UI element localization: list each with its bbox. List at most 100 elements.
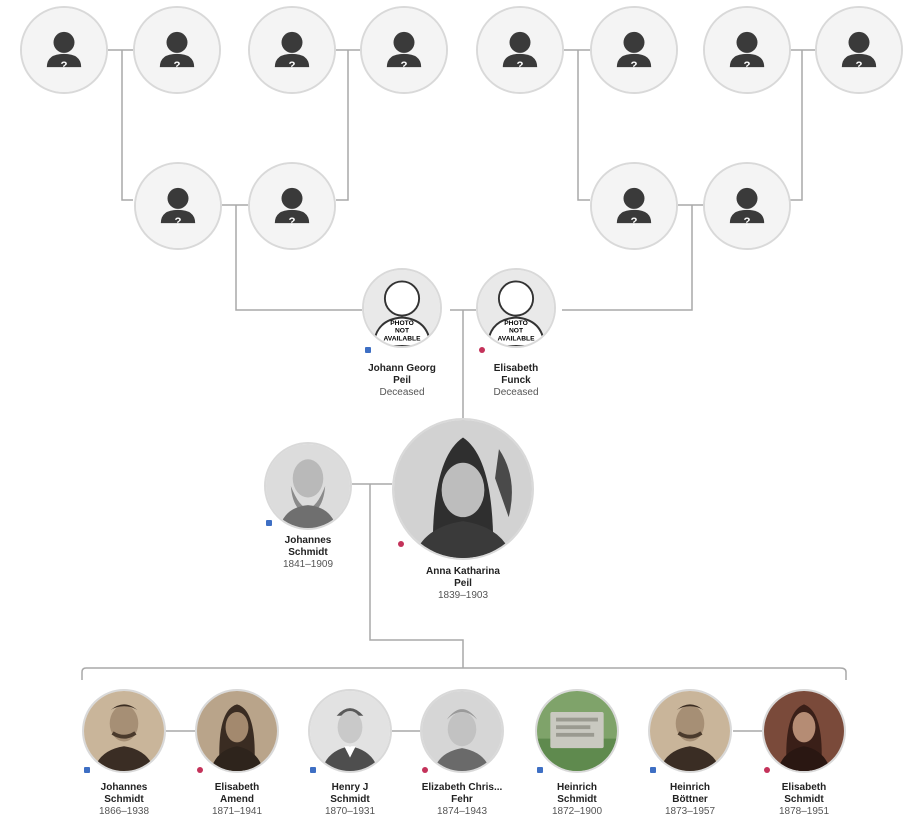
parent-label-johann[interactable]: Johann Georg Peil Deceased xyxy=(352,363,452,399)
person-status: Deceased xyxy=(493,387,539,398)
female-marker-icon xyxy=(764,767,770,773)
person-dates: 1878–1951 xyxy=(778,806,830,817)
female-marker-icon xyxy=(398,541,404,547)
portrait-image xyxy=(197,691,277,771)
male-marker-icon xyxy=(84,767,90,773)
couple-label-johannes[interactable]: Johannes Schmidt 1841–1909 xyxy=(258,535,358,571)
person-dates: 1871–1941 xyxy=(211,806,263,817)
person-dates: 1866–1938 xyxy=(98,806,150,817)
person-name: Elisabeth Amend xyxy=(214,782,260,805)
unknown-marker: ? xyxy=(401,60,408,72)
person-dates: 1873–1957 xyxy=(664,806,716,817)
child-photo[interactable] xyxy=(762,689,846,773)
unknown-person-icon: ? xyxy=(592,8,676,92)
unknown-marker: ? xyxy=(631,216,638,228)
unknown-ancestor-node[interactable]: ? xyxy=(134,162,222,250)
person-name: Elizabeth Chris... Fehr xyxy=(421,782,503,805)
unknown-person-icon: ? xyxy=(705,8,789,92)
person-dates: 1870–1931 xyxy=(324,806,376,817)
person-name: Elisabeth Funck xyxy=(493,363,539,386)
child-photo[interactable] xyxy=(648,689,732,773)
photo-na-line2: NOT xyxy=(509,328,523,335)
child-photo[interactable] xyxy=(535,689,619,773)
person-dates: 1839–1903 xyxy=(437,590,489,601)
unknown-marker: ? xyxy=(289,60,296,72)
person-name: Heinrich Böttner xyxy=(669,782,710,805)
male-marker-icon xyxy=(537,767,543,773)
child-photo[interactable] xyxy=(82,689,166,773)
person-name: Elisabeth Schmidt xyxy=(781,782,827,805)
portrait-image xyxy=(650,691,730,771)
female-marker-icon xyxy=(197,767,203,773)
person-name: Anna Katharina Peil xyxy=(426,566,500,589)
unknown-marker: ? xyxy=(175,216,182,228)
couple-photo-anna[interactable] xyxy=(392,418,534,560)
unknown-ancestor-node[interactable]: ? xyxy=(248,6,336,94)
male-marker-icon xyxy=(365,347,371,353)
photo-na-line3: AVAILABLE xyxy=(383,335,421,342)
portrait-image xyxy=(537,691,617,771)
unknown-ancestor-node[interactable]: ? xyxy=(360,6,448,94)
unknown-ancestor-node[interactable]: ? xyxy=(248,162,336,250)
person-dates: 1874–1943 xyxy=(436,806,488,817)
couple-photo-johannes[interactable] xyxy=(264,442,352,530)
unknown-marker: ? xyxy=(289,216,296,228)
person-dates: 1841–1909 xyxy=(282,559,334,570)
unknown-ancestor-node[interactable]: ? xyxy=(703,162,791,250)
unknown-person-icon: ? xyxy=(250,8,334,92)
unknown-person-icon: ? xyxy=(135,8,219,92)
male-marker-icon xyxy=(650,767,656,773)
portrait-image xyxy=(310,691,390,771)
person-name: Johann Georg Peil xyxy=(368,363,436,386)
photo-na-line2: NOT xyxy=(395,328,409,335)
unknown-person-icon: ? xyxy=(22,8,106,92)
portrait-image xyxy=(764,691,844,771)
unknown-marker: ? xyxy=(631,60,638,72)
couple-label-anna[interactable]: Anna Katharina Peil 1839–1903 xyxy=(403,566,523,602)
person-status: Deceased xyxy=(379,387,425,398)
unknown-ancestor-node[interactable]: ? xyxy=(476,6,564,94)
unknown-person-icon: ? xyxy=(362,8,446,92)
unknown-ancestor-node[interactable]: ? xyxy=(703,6,791,94)
unknown-marker: ? xyxy=(744,216,751,228)
parent-photo-elisabeth[interactable]: PHOTO NOT AVAILABLE xyxy=(476,268,556,348)
parent-photo-johann[interactable]: PHOTO NOT AVAILABLE xyxy=(362,268,442,348)
male-marker-icon xyxy=(266,520,272,526)
female-marker-icon xyxy=(479,347,485,353)
unknown-ancestor-node[interactable]: ? xyxy=(590,162,678,250)
parent-label-elisabeth[interactable]: Elisabeth Funck Deceased xyxy=(466,363,566,399)
unknown-person-icon: ? xyxy=(250,164,334,248)
photo-na-line1: PHOTO xyxy=(504,320,528,327)
unknown-person-icon: ? xyxy=(136,164,220,248)
child-photo[interactable] xyxy=(420,689,504,773)
child-photo[interactable] xyxy=(308,689,392,773)
unknown-marker: ? xyxy=(744,60,751,72)
unknown-ancestor-node[interactable]: ? xyxy=(590,6,678,94)
unknown-marker: ? xyxy=(517,60,524,72)
photo-na-line3: AVAILABLE xyxy=(497,335,535,342)
portrait-image xyxy=(84,691,164,771)
unknown-person-icon: ? xyxy=(478,8,562,92)
unknown-ancestor-node[interactable]: ? xyxy=(20,6,108,94)
person-name: Heinrich Schmidt xyxy=(556,782,597,805)
unknown-marker: ? xyxy=(856,60,863,72)
unknown-person-icon: ? xyxy=(817,8,901,92)
female-marker-icon xyxy=(422,767,428,773)
child-photo[interactable] xyxy=(195,689,279,773)
person-name: Johannes Schmidt xyxy=(100,782,148,805)
person-name: Johannes Schmidt xyxy=(284,535,332,558)
unknown-marker: ? xyxy=(174,60,181,72)
portrait-image xyxy=(422,691,502,771)
person-dates: 1872–1900 xyxy=(551,806,603,817)
person-name: Henry J Schmidt xyxy=(330,782,370,805)
unknown-ancestor-node[interactable]: ? xyxy=(133,6,221,94)
unknown-ancestor-node[interactable]: ? xyxy=(815,6,903,94)
